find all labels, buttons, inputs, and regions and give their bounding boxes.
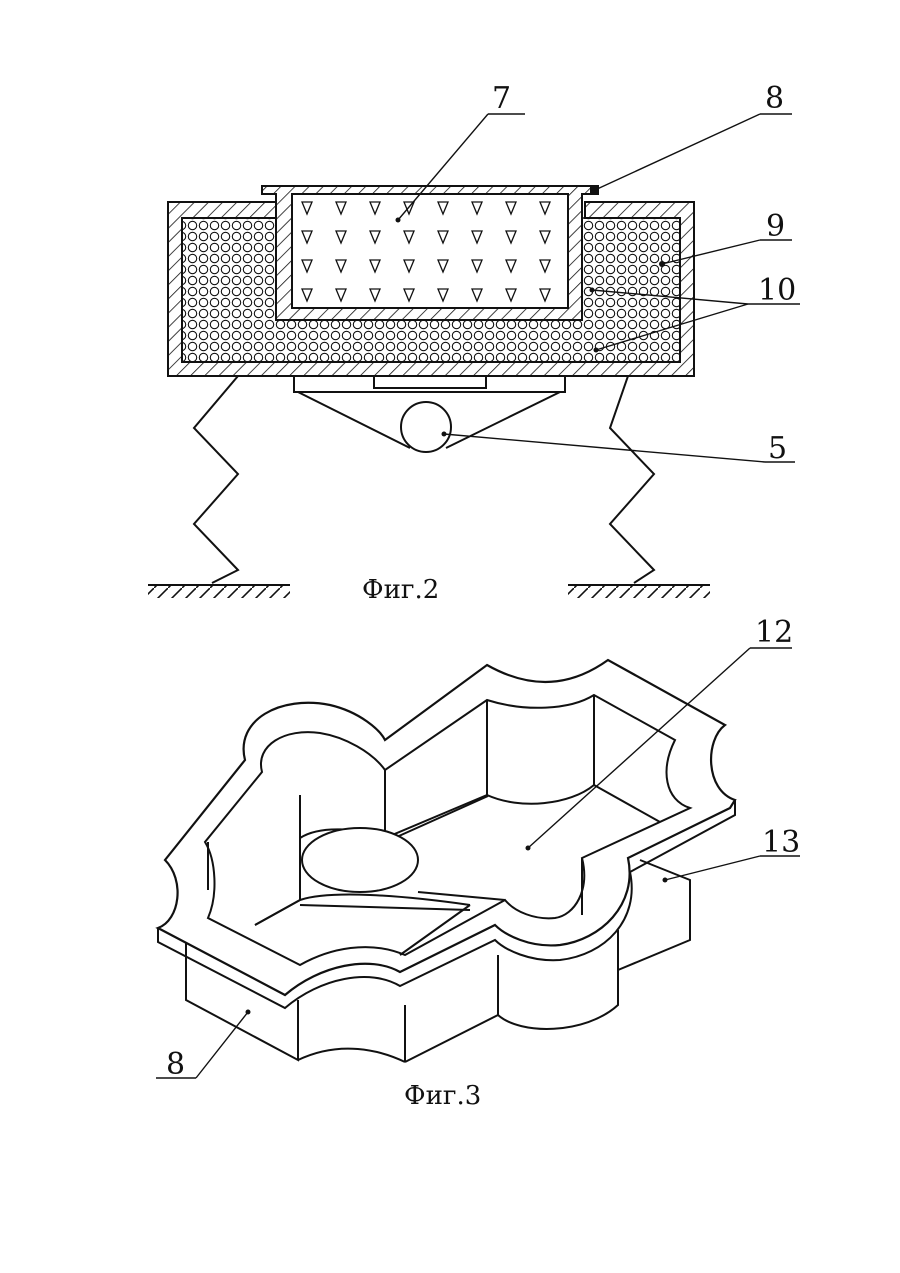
concrete-mix [292, 194, 568, 308]
label-8-bottom: 8 [166, 1047, 185, 1082]
figure-2: 7 8 9 10 5 Фиг.2 [148, 81, 800, 605]
label-13: 13 [762, 825, 800, 860]
right-ground [568, 585, 710, 598]
label-12: 12 [755, 615, 793, 650]
label-5: 5 [768, 431, 787, 466]
inner-mold [262, 186, 598, 320]
left-spring [194, 376, 238, 583]
figure-3: 12 13 8 Фиг.3 [156, 615, 800, 1111]
label-10: 10 [758, 273, 796, 308]
vibrator-ball [401, 402, 451, 452]
round-cell [302, 828, 418, 892]
label-9: 9 [766, 209, 785, 244]
caption-fig3: Фиг.3 [404, 1081, 481, 1111]
label-7: 7 [492, 81, 511, 116]
caption-fig2: Фиг.2 [362, 575, 439, 605]
left-ground [148, 585, 290, 598]
mold-rim-marker [590, 186, 598, 194]
label-8-top: 8 [765, 81, 784, 116]
right-spring [610, 376, 654, 583]
mold-top-rim [158, 660, 735, 1008]
